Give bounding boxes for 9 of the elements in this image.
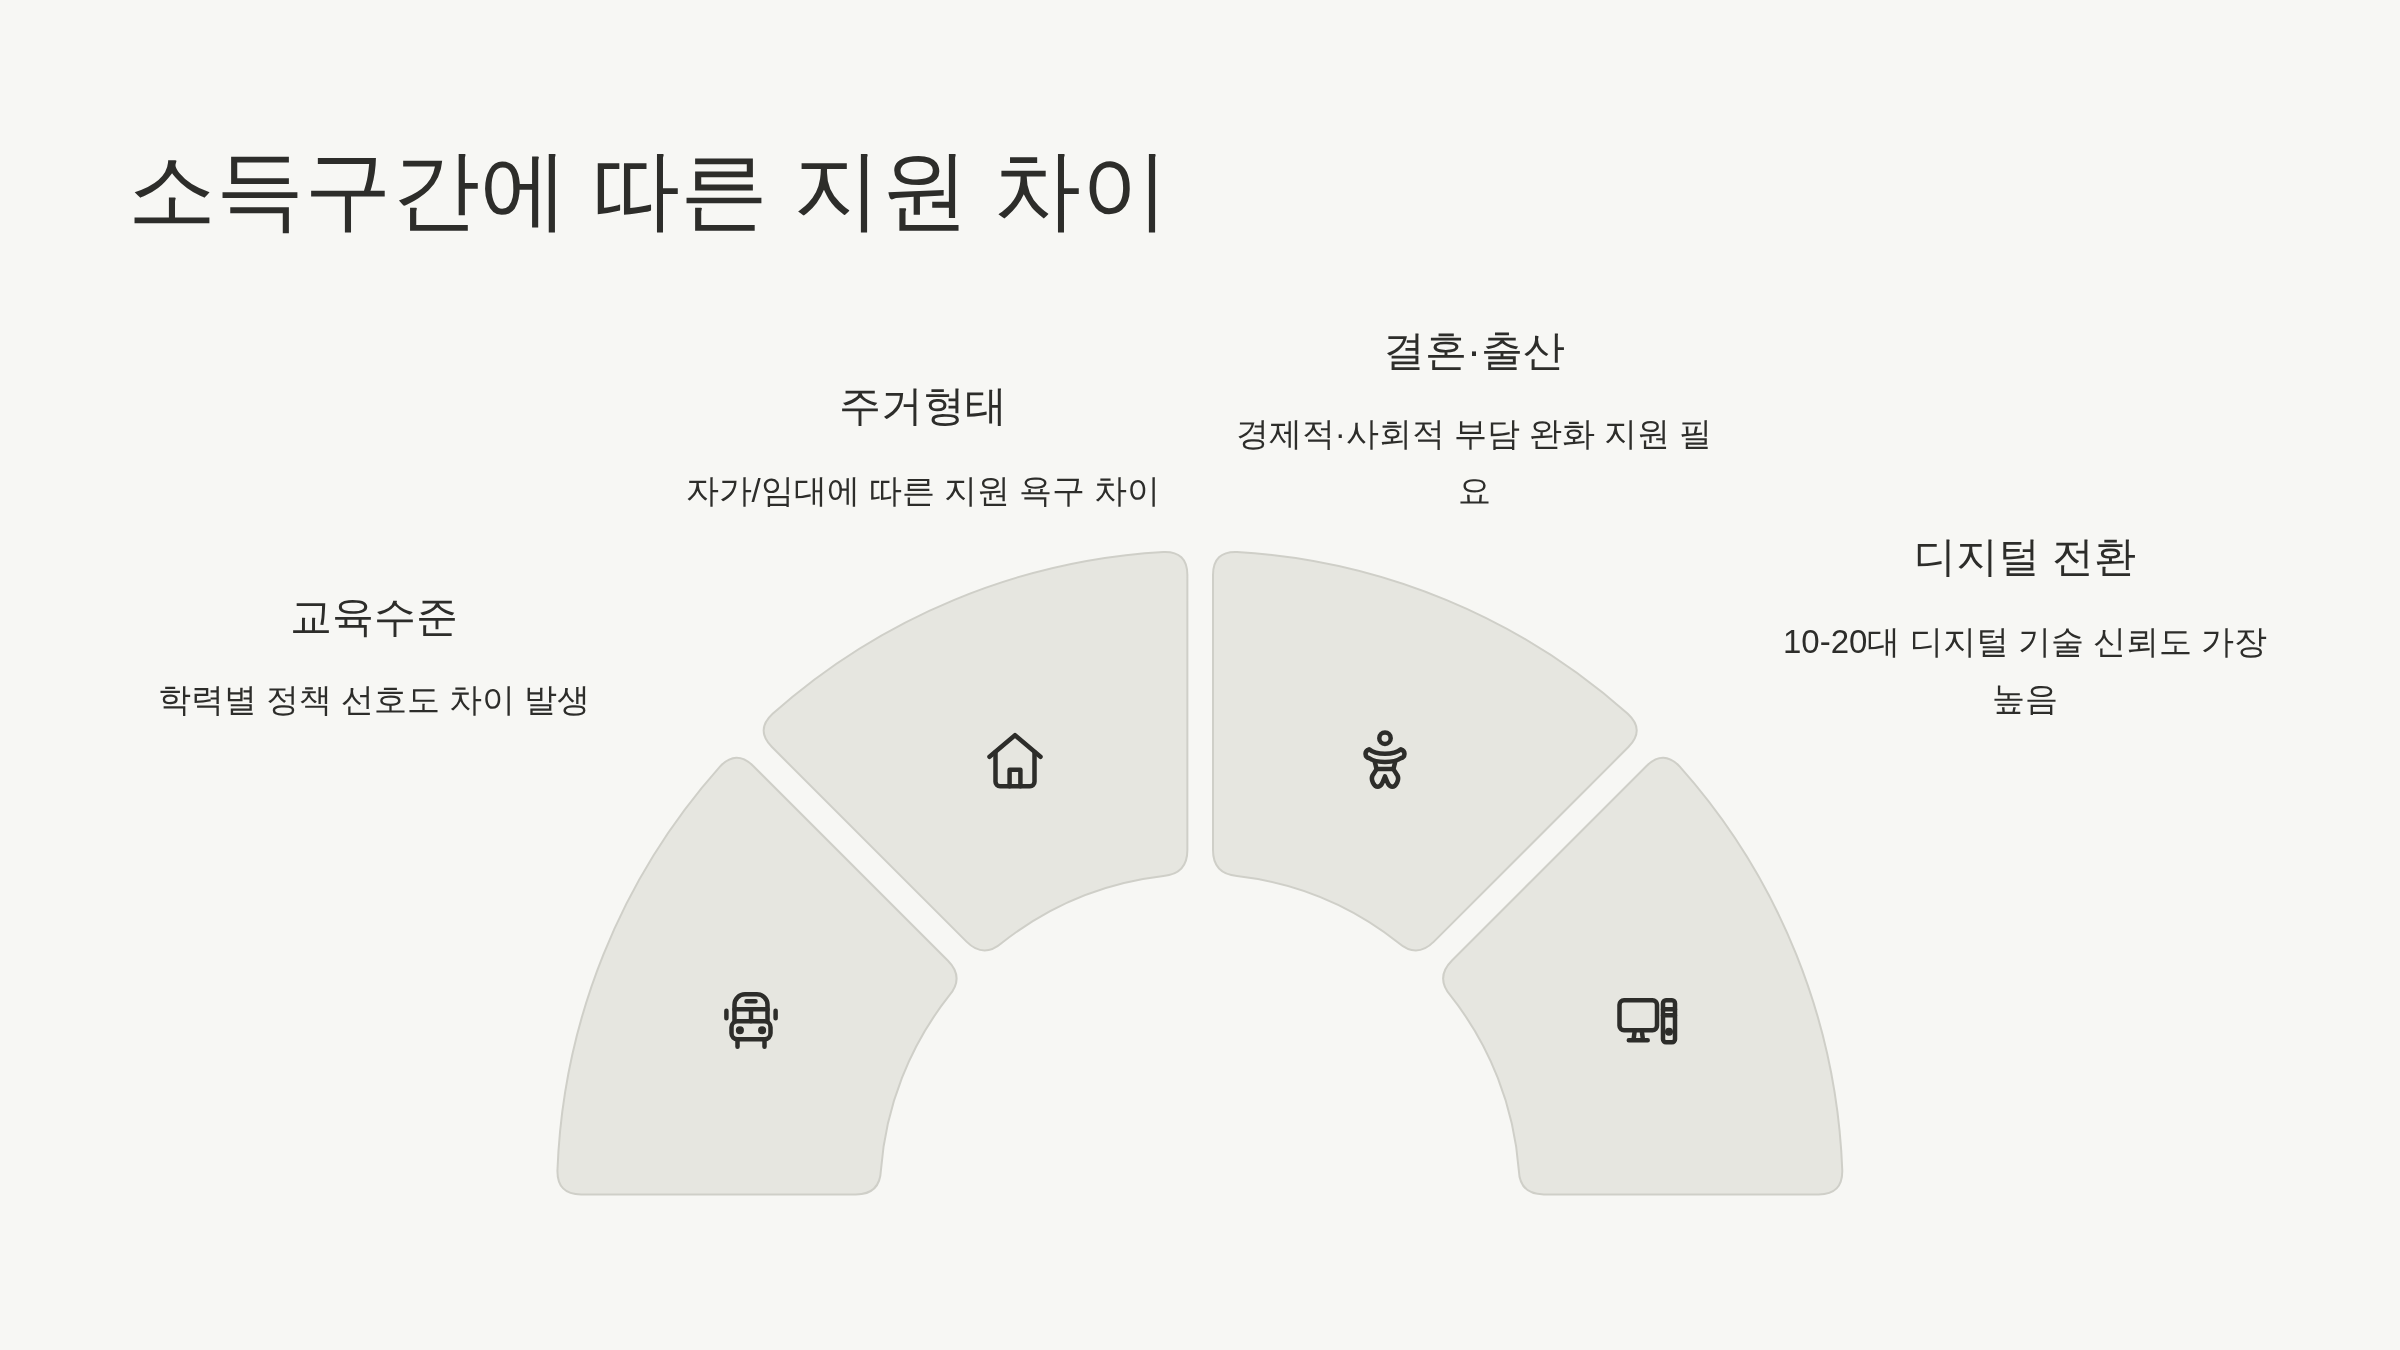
description: 경제적·사회적 부담 완화 지원 필요	[1235, 413, 1713, 511]
heading: 디지털 전환	[1914, 532, 2136, 582]
heading: 교육수준	[290, 592, 458, 642]
description: 자가/임대에 따른 지원 욕구 차이	[685, 470, 1161, 511]
description: 10-20대 디지털 기술 신뢰도 가장 높음	[1781, 621, 2269, 719]
heading: 결혼·출산	[1383, 326, 1565, 376]
heading: 주거형태	[839, 381, 1007, 431]
title: 소득구간에 따른 지원 차이	[128, 139, 1170, 241]
description: 학력별 정책 선호도 차이 발생	[157, 679, 591, 720]
